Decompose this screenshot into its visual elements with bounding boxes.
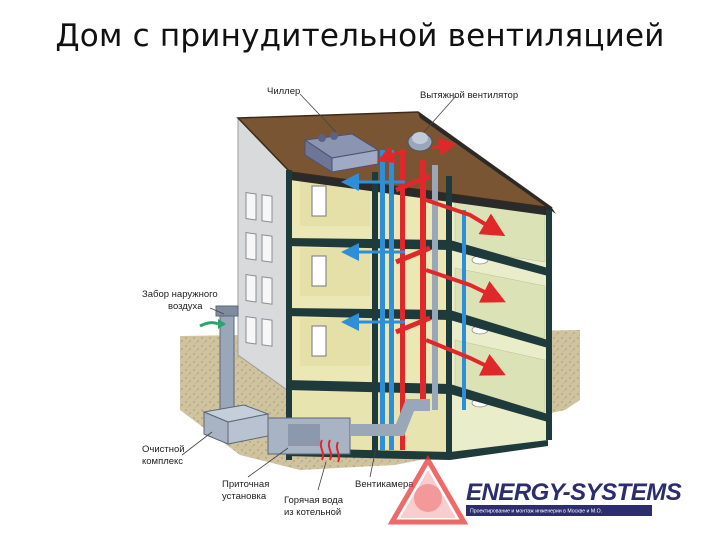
label-cleaning-2: комплекс	[142, 456, 183, 467]
vertical-ducts	[380, 150, 466, 450]
label-air-intake-2: воздуха	[168, 301, 203, 312]
slide-title: Дом с принудительной вентиляцией	[55, 18, 665, 54]
label-supply-1: Приточная	[222, 479, 269, 490]
label-cleaning-1: Очистной	[142, 444, 185, 455]
exhaust-fan	[376, 132, 457, 164]
label-supply-2: установка	[222, 491, 267, 502]
air-intake-pipe	[199, 305, 239, 415]
cleaning-complex-unit	[202, 404, 270, 445]
label-hot-water-1: Горячая вода	[284, 495, 344, 506]
label-hot-water-2: из котельной	[284, 507, 341, 518]
building-left-wall	[237, 116, 291, 393]
logo-tagline: Проектирование и монтаж инженерии в Моск…	[470, 509, 602, 515]
label-chiller: Чиллер	[267, 86, 300, 97]
logo-tagline-bar	[466, 505, 652, 516]
leader-lines	[181, 93, 457, 491]
energy-systems-logo: ENERGY-SYSTEMS Проектирование и монтаж и…	[387, 455, 682, 525]
label-exhaust-fan: Вытяжной вентилятор	[420, 90, 518, 101]
label-air-intake-1: Забор наружного	[142, 289, 218, 300]
hot-water-pipes	[319, 439, 341, 463]
duct-branches	[341, 173, 506, 376]
logo-text: ENERGY-SYSTEMS	[466, 479, 682, 506]
label-vent-chamber: Вентикамера	[355, 479, 414, 490]
chiller-unit	[303, 132, 380, 173]
